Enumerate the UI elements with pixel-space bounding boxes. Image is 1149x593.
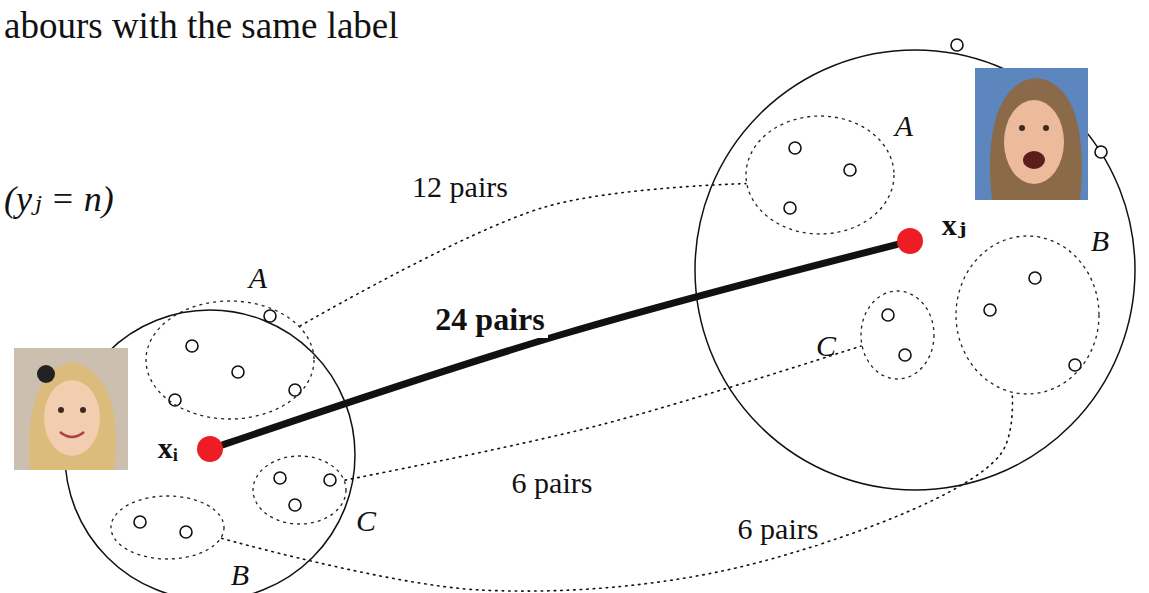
slide-text: abours with the same label bbox=[4, 6, 399, 47]
neighbour-point bbox=[134, 516, 146, 528]
neighbour-point bbox=[274, 472, 286, 484]
region-label: C bbox=[356, 504, 376, 537]
hair bbox=[990, 78, 1082, 200]
neighbour-point bbox=[1095, 146, 1107, 158]
region-label: A bbox=[249, 261, 267, 294]
pair-count: 24 pairs bbox=[432, 302, 547, 337]
region-outline bbox=[861, 291, 934, 379]
neighbour-region: C bbox=[252, 455, 347, 525]
open-mouth bbox=[1023, 151, 1045, 169]
pair-count: 6 pairs bbox=[509, 466, 596, 499]
point-marker: xᵢ bbox=[196, 435, 224, 463]
region-outline bbox=[111, 496, 224, 559]
neighbour-point bbox=[899, 349, 911, 361]
hair bbox=[29, 362, 116, 470]
region-outline bbox=[145, 300, 315, 420]
neighbour-region: C bbox=[860, 290, 935, 380]
neighbourhood-circle bbox=[695, 50, 1135, 490]
region-label: A bbox=[895, 109, 913, 142]
neighbour-point bbox=[951, 39, 963, 51]
face bbox=[44, 380, 100, 456]
region-outline bbox=[860, 290, 935, 380]
region-label: B bbox=[231, 558, 249, 591]
pair-count: 12 pairs bbox=[409, 170, 511, 203]
region-outline bbox=[252, 455, 347, 525]
eye bbox=[58, 407, 64, 413]
face bbox=[1004, 100, 1064, 184]
region-label: B bbox=[1091, 224, 1109, 257]
region-outline bbox=[956, 236, 1099, 394]
point-label: xⱼ bbox=[942, 208, 966, 241]
neighbour-point bbox=[186, 340, 198, 352]
neighbour-point bbox=[882, 309, 894, 321]
neighbour-point bbox=[289, 384, 301, 396]
neighbour-point bbox=[264, 310, 276, 322]
point-marker: xⱼ bbox=[896, 227, 924, 255]
hair-bow bbox=[37, 365, 55, 383]
neighbour-point bbox=[289, 499, 301, 511]
point-dot bbox=[896, 227, 924, 255]
neighbour-region: B bbox=[110, 495, 225, 560]
pair-count: 6 pairs bbox=[735, 512, 822, 545]
neighbour-points bbox=[134, 39, 1107, 538]
region-outline bbox=[745, 115, 895, 235]
neighbour-point bbox=[844, 164, 856, 176]
neighbour-region: B bbox=[955, 235, 1100, 395]
neighbour-region: A bbox=[745, 115, 895, 235]
face-photo bbox=[14, 348, 128, 470]
photo-ground bbox=[14, 348, 128, 470]
region-outline bbox=[110, 495, 225, 560]
main-pair-link bbox=[223, 245, 896, 445]
point-label: xᵢ bbox=[158, 431, 178, 464]
eye bbox=[1019, 125, 1025, 131]
neighbour-region: A bbox=[145, 300, 315, 420]
region-outline bbox=[955, 235, 1100, 395]
smile bbox=[60, 432, 84, 437]
point-dot bbox=[897, 228, 923, 254]
photo-ground bbox=[975, 68, 1088, 200]
eye bbox=[1043, 125, 1049, 131]
point-dot bbox=[197, 436, 223, 462]
neighbour-point bbox=[784, 202, 796, 214]
region-outline bbox=[253, 456, 346, 524]
pair-link bbox=[222, 393, 1013, 591]
neighbour-point bbox=[1029, 272, 1041, 284]
neighbour-point bbox=[984, 304, 996, 316]
neighbour-point bbox=[180, 526, 192, 538]
eye bbox=[80, 407, 86, 413]
neighbour-point bbox=[232, 366, 244, 378]
slide-text: (yⱼ = n) bbox=[4, 180, 114, 220]
point-dot bbox=[196, 435, 224, 463]
neighbour-point bbox=[789, 142, 801, 154]
face-photo bbox=[975, 68, 1088, 200]
pair-link bbox=[345, 346, 861, 480]
region-outline bbox=[746, 116, 894, 234]
region-outline bbox=[146, 301, 314, 419]
region-label: C bbox=[816, 329, 836, 362]
neighbour-point bbox=[324, 474, 336, 486]
